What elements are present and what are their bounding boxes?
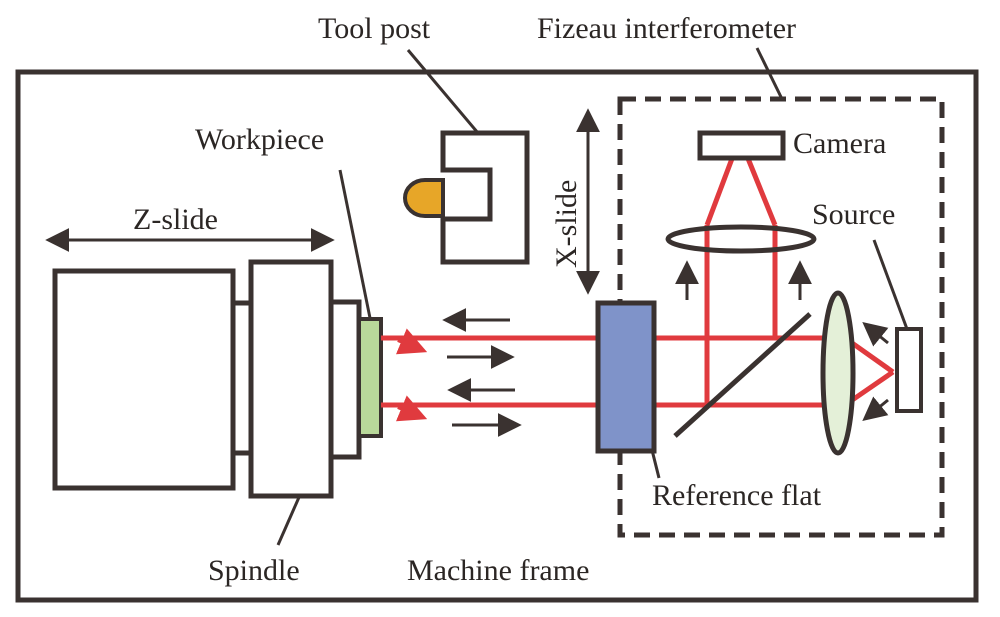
beam-splitter — [673, 312, 812, 438]
reference-flat — [595, 300, 657, 454]
label-camera: Camera — [793, 127, 886, 160]
tool-post — [440, 130, 530, 265]
leader-lines — [276, 47, 909, 546]
label-z-slide: Z-slide — [133, 203, 218, 236]
label-fizeau-interferometer: Fizeau interferometer — [537, 12, 796, 45]
light-source — [895, 327, 923, 413]
interferometer-enclosure — [617, 96, 945, 538]
label-x-slide: X-slide — [550, 180, 583, 268]
collimator-lens — [820, 290, 856, 456]
label-reference-flat: Reference flat — [652, 479, 822, 512]
workpiece — [357, 317, 383, 438]
label-source: Source — [812, 198, 895, 231]
label-workpiece: Workpiece — [195, 123, 324, 156]
motion-arrows — [45, 108, 600, 295]
label-spindle: Spindle — [208, 554, 300, 587]
label-machine-frame: Machine frame — [407, 554, 589, 587]
spindle-motor-box — [52, 268, 236, 491]
tool-tip — [403, 178, 445, 218]
beam-direction-arrows — [442, 260, 889, 437]
spindle-body — [248, 259, 334, 499]
camera — [697, 130, 786, 161]
imaging-lens — [665, 224, 817, 254]
label-tool-post: Tool post — [318, 12, 431, 45]
spindle-chuck — [328, 299, 362, 460]
machine-frame-border — [15, 69, 979, 603]
